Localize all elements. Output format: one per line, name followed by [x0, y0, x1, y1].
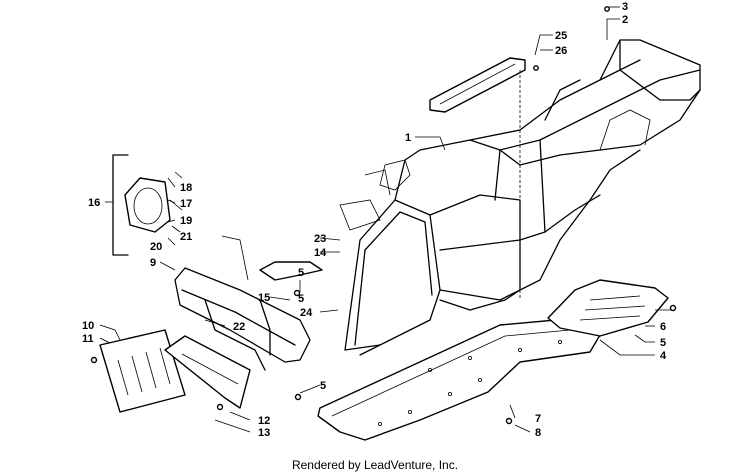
callout-5-front: 5: [298, 267, 304, 279]
callout-25: 25: [555, 30, 567, 42]
callout-18: 18: [180, 182, 192, 194]
callout-6: 6: [660, 321, 666, 333]
callout-15: 15: [258, 292, 270, 304]
footer-credit: Rendered by LeadVenture, Inc.: [291, 458, 459, 472]
callout-24: 24: [300, 307, 313, 319]
main-frame: [339, 39, 701, 356]
callout-12: 12: [258, 415, 270, 427]
callout-5-footrest: 5: [660, 337, 666, 349]
callout-8: 8: [535, 427, 541, 439]
leader-lines: [99, 6, 672, 433]
fasteners: [90, 6, 677, 425]
front-grille: [99, 329, 186, 413]
callout-10: 10: [82, 320, 94, 332]
skid-plate: [317, 317, 601, 441]
callout-16: 16: [88, 197, 100, 209]
callout-5-left: 5: [298, 293, 304, 305]
callout-7: 7: [535, 413, 541, 425]
callout-11: 11: [82, 333, 94, 345]
callout-22: 22: [233, 321, 245, 333]
callout-9: 9: [150, 257, 156, 269]
rear-bracket: [429, 57, 526, 113]
front-bracket: [259, 261, 323, 281]
callout-23: 23: [314, 233, 326, 245]
callout-26: 26: [555, 45, 567, 57]
callout-17: 17: [180, 198, 192, 210]
bumper-brace: [164, 335, 251, 409]
callout-1: 1: [405, 132, 411, 144]
callout-19: 19: [180, 215, 192, 227]
callout-3: 3: [622, 1, 628, 13]
callout-2: 2: [622, 14, 628, 26]
footrest: [547, 279, 669, 337]
headlight-assembly: [112, 154, 183, 256]
front-bumper: [174, 267, 311, 371]
callout-14: 14: [314, 247, 327, 259]
callout-20: 20: [150, 241, 162, 253]
callout-labels: 1 2 3 4 5 5 5 5 6 7 8 9 10 11 12 13 14 1…: [82, 1, 667, 439]
callout-5-bumper: 5: [320, 380, 326, 392]
callout-4: 4: [660, 350, 667, 362]
callout-21: 21: [180, 231, 192, 243]
callout-13: 13: [258, 427, 270, 439]
